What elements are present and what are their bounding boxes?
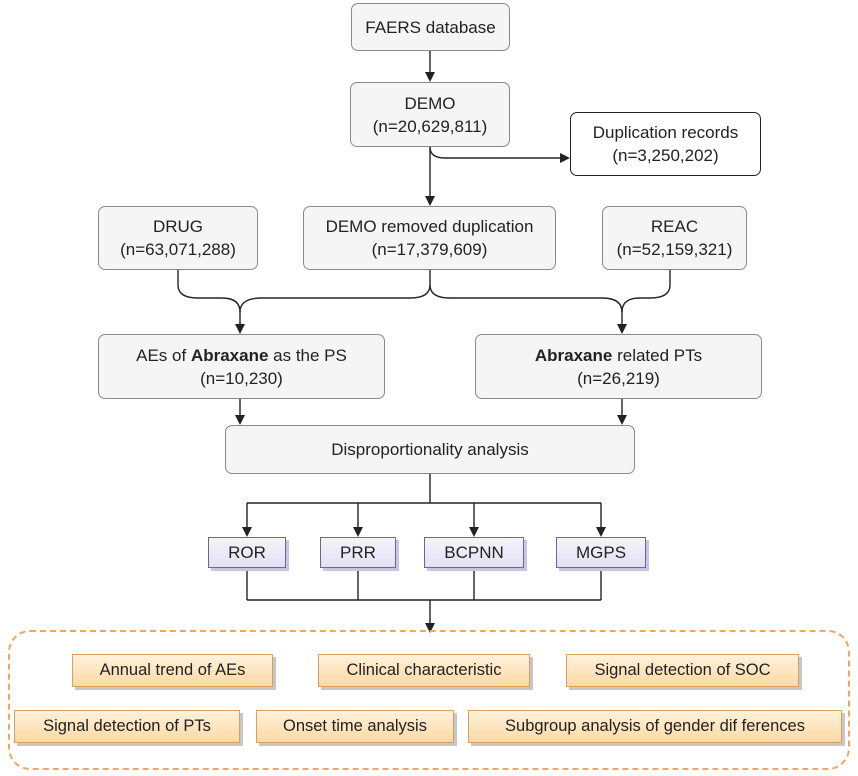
- drug-label: DRUG: [152, 217, 204, 236]
- demo-removed-label: DEMO removed duplication: [325, 217, 534, 236]
- drug-box: DRUG (n=63,071,288): [98, 206, 258, 270]
- demo-box: DEMO (n=20,629,811): [350, 82, 510, 147]
- reac-box: REAC (n=52,159,321): [602, 206, 747, 270]
- analysis-clinical-characteristic: Clinical characteristic: [318, 654, 530, 687]
- analysis-signal-pts: Signal detection of PTs: [14, 710, 240, 743]
- analysis-subgroup-gender: Subgroup analysis of gender dif ferences: [468, 710, 842, 743]
- aes-abraxane-ps-box: AEs of Abraxane as the PS (n=10,230): [98, 334, 385, 399]
- analysis-onset-time: Onset time analysis: [256, 710, 454, 743]
- method-mgps: MGPS: [556, 537, 646, 568]
- analysis-signal-soc: Signal detection of SOC: [566, 654, 799, 687]
- duplication-count: (n=3,250,202): [612, 146, 719, 165]
- demo-count: (n=20,629,811): [372, 116, 488, 136]
- merge-drug-demo: [177, 270, 245, 334]
- aes-abraxane-count: (n=10,230): [200, 368, 283, 388]
- faers-label: FAERS database: [365, 17, 496, 37]
- drug-count: (n=63,071,288): [120, 240, 236, 259]
- demo-removed-duplication-box: DEMO removed duplication (n=17,379,609): [303, 206, 556, 270]
- faers-database-box: FAERS database: [351, 3, 510, 51]
- abraxane-related-pts-box: Abraxane related PTs (n=26,219): [475, 334, 762, 399]
- analysis-group-frame: [8, 630, 850, 770]
- method-bcpnn: BCPNN: [424, 537, 524, 568]
- merge-demo-left: [239, 270, 431, 313]
- demo-removed-count: (n=17,379,609): [371, 240, 488, 259]
- merge-demo-right: [429, 284, 627, 334]
- duplication-label: Duplication records: [592, 123, 739, 142]
- reac-label: REAC: [650, 217, 699, 236]
- demo-label: DEMO: [404, 93, 456, 113]
- related-pts-count: (n=26,219): [577, 368, 660, 388]
- dispro-label: Disproportionality analysis: [331, 440, 529, 459]
- duplication-records-box: Duplication records (n=3,250,202): [570, 112, 761, 176]
- analysis-annual-trend: Annual trend of AEs: [72, 654, 273, 687]
- reac-count: (n=52,159,321): [616, 240, 733, 259]
- arrow-demo-to-duplication: [429, 146, 570, 163]
- merge-reac: [621, 270, 671, 313]
- method-prr: PRR: [320, 537, 396, 568]
- related-pts-label: Abraxane related PTs: [534, 345, 703, 365]
- disproportionality-analysis-box: Disproportionality analysis: [225, 425, 635, 474]
- aes-abraxane-label: AEs of Abraxane as the PS: [136, 345, 347, 365]
- method-ror: ROR: [208, 537, 286, 568]
